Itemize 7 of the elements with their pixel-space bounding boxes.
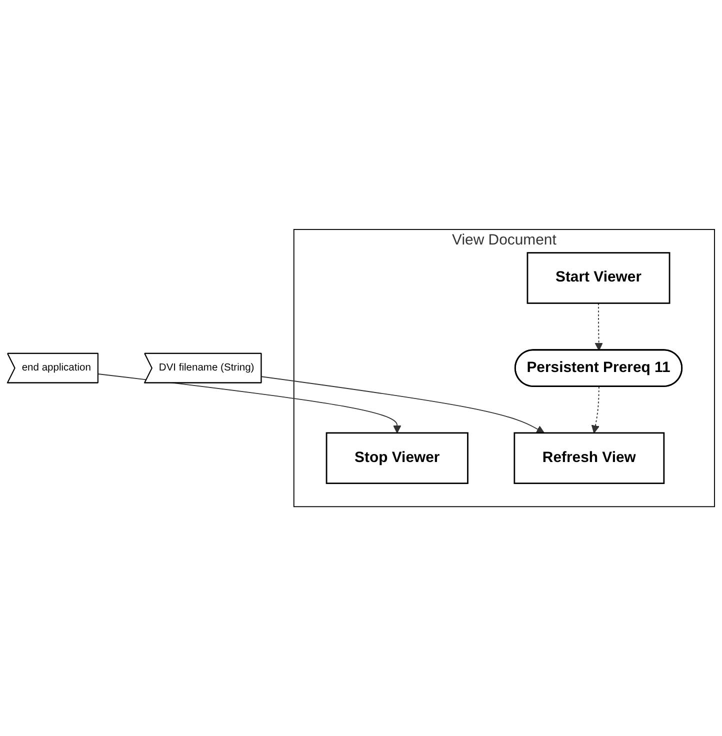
arrow — [261, 376, 545, 434]
node-box: Start Viewer — [526, 252, 670, 304]
node-box: Refresh View — [514, 432, 665, 484]
arrow — [98, 373, 402, 434]
arrow — [591, 386, 600, 434]
node-box: Stop Viewer — [326, 432, 468, 484]
arrow — [594, 302, 603, 351]
